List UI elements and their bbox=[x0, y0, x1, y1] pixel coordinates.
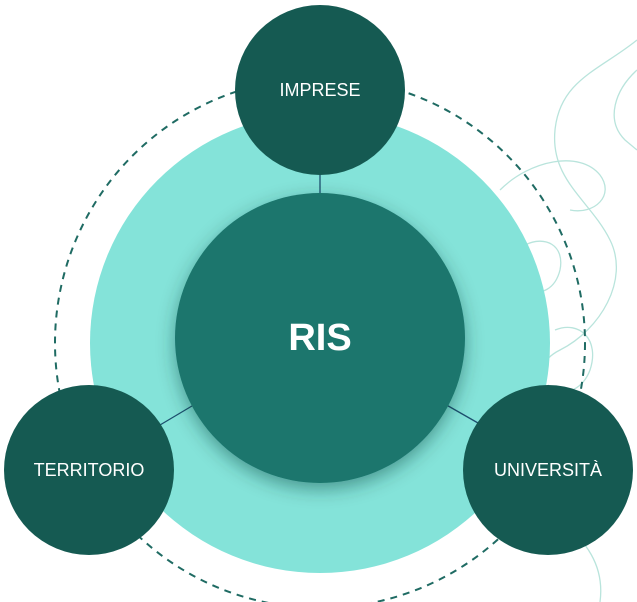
center-node: RIS bbox=[175, 193, 465, 483]
node-imprese-label: IMPRESE bbox=[279, 80, 360, 100]
node-universita-circle bbox=[463, 385, 633, 555]
node-imprese: IMPRESE bbox=[235, 5, 405, 175]
node-territorio: TERRITORIO bbox=[4, 385, 174, 555]
decor-line-2 bbox=[613, 69, 637, 151]
decor-line-1 bbox=[537, 39, 637, 441]
node-universita-label: UNIVERSITÀ bbox=[494, 460, 602, 480]
node-territorio-circle bbox=[4, 385, 174, 555]
decor-line-3 bbox=[499, 160, 606, 212]
connector-territorio bbox=[159, 402, 198, 426]
node-imprese-circle bbox=[235, 5, 405, 175]
connector-universita bbox=[442, 402, 479, 424]
decor-line-5 bbox=[547, 326, 594, 393]
node-universita: UNIVERSITÀ bbox=[463, 385, 633, 555]
node-territorio-label: TERRITORIO bbox=[34, 460, 145, 480]
center-label: RIS bbox=[288, 317, 351, 359]
center-circle bbox=[175, 193, 465, 483]
